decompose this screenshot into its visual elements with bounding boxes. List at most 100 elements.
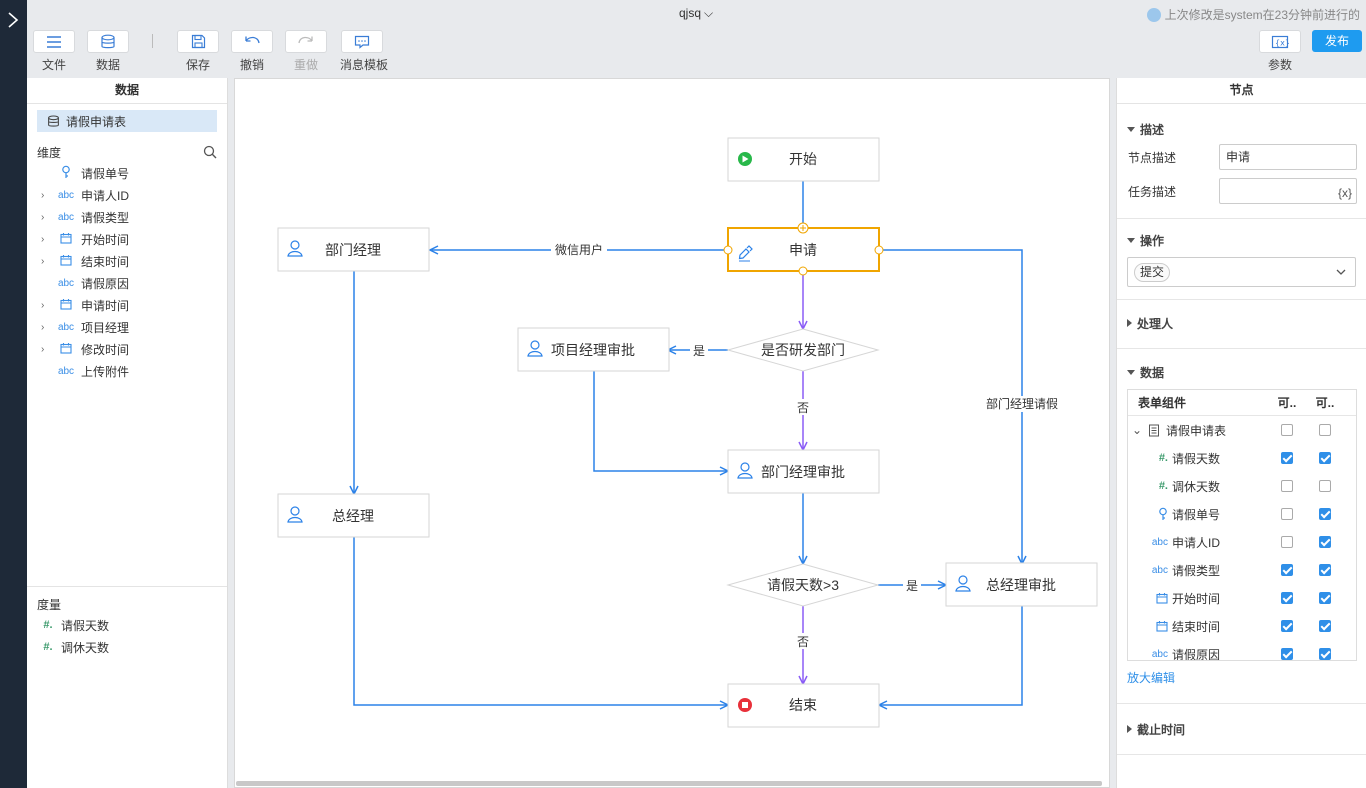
search-icon[interactable] [203, 145, 217, 159]
dimension-item[interactable]: ›开始时间 [27, 228, 227, 250]
node-project-review[interactable]: 项目经理审批 [517, 327, 670, 372]
checkbox[interactable] [1319, 648, 1331, 660]
dimension-item[interactable]: 请假单号 [27, 162, 227, 184]
node-desc-value: 申请 [1226, 150, 1251, 164]
connector-handle[interactable] [798, 266, 808, 276]
checkbox[interactable] [1319, 452, 1331, 464]
dimension-name: 请假原因 [81, 276, 130, 291]
handler-section-header[interactable]: 处理人 [1117, 312, 1366, 334]
data-section-header[interactable]: 数据 [1117, 361, 1366, 383]
chevron-right-icon[interactable]: › [41, 189, 45, 201]
node-apply[interactable]: 申请 [723, 222, 884, 276]
deadline-section-header[interactable]: 截止时间 [1117, 718, 1366, 740]
node-days-check[interactable]: 请假天数>3 [726, 563, 880, 607]
message-template-button[interactable]: 消息模板 [340, 30, 388, 72]
measure-item[interactable]: #.请假天数 [27, 614, 227, 636]
chevron-right-icon[interactable]: › [41, 255, 45, 267]
checkbox[interactable] [1319, 480, 1331, 492]
checkbox[interactable] [1281, 648, 1293, 660]
node-start[interactable]: 开始 [727, 137, 880, 182]
flow-canvas[interactable]: 微信用户 是 否 是 否 部门经理请假 开始 [234, 78, 1110, 788]
column-header: 可.. [1277, 396, 1297, 410]
chevron-down-icon[interactable]: ⌄ [1131, 423, 1143, 437]
operation-select[interactable]: 提交 [1127, 257, 1356, 287]
chevron-right-icon[interactable] [6, 10, 20, 30]
data-label: 数据 [95, 58, 120, 72]
chevron-right-icon[interactable]: › [41, 321, 45, 333]
node-end[interactable]: 结束 [727, 683, 880, 728]
checkbox[interactable] [1319, 536, 1331, 548]
file-button[interactable]: 文件 [32, 30, 76, 72]
publish-button[interactable]: 发布 [1312, 30, 1362, 52]
svg-text:{x}: {x} [1275, 38, 1289, 47]
node-desc-input[interactable]: 申请 [1219, 144, 1357, 170]
checkbox[interactable] [1319, 592, 1331, 604]
app-title[interactable]: qjsq⌵ [679, 6, 713, 21]
checkbox[interactable] [1281, 424, 1293, 436]
node-gm-review[interactable]: 总经理审批 [945, 562, 1098, 607]
checkbox[interactable] [1319, 564, 1331, 576]
edge-gmreview-end[interactable] [879, 606, 1023, 705]
edge-label-no: 否 [797, 635, 809, 649]
redo-button[interactable]: 重做 [284, 30, 328, 72]
number-icon: #. [43, 619, 53, 631]
checkbox[interactable] [1281, 452, 1293, 464]
chevron-right-icon[interactable]: › [41, 233, 45, 245]
dimension-name: 申请时间 [81, 298, 130, 313]
params-button[interactable]: {x} 参数 [1258, 30, 1302, 72]
measure-name: 调休天数 [61, 640, 110, 655]
redo-label: 重做 [293, 58, 318, 72]
data-button[interactable]: 数据 [86, 30, 130, 72]
connector-handle[interactable] [723, 245, 733, 255]
node-dept-manager[interactable]: 部门经理 [277, 227, 430, 272]
checkbox[interactable] [1281, 592, 1293, 604]
enlarge-edit-link[interactable]: 放大编辑 [1127, 671, 1176, 685]
dimension-item[interactable]: ›修改时间 [27, 338, 227, 360]
node-dept-review[interactable]: 部门经理审批 [727, 449, 880, 494]
horizontal-scrollbar[interactable] [236, 781, 1102, 786]
dimension-item[interactable]: ›结束时间 [27, 250, 227, 272]
checkbox[interactable] [1319, 620, 1331, 632]
edge-projectreview-deptreview[interactable] [593, 371, 728, 471]
node-rd-check[interactable]: 是否研发部门 [726, 328, 880, 372]
save-button[interactable]: 保存 [176, 30, 220, 72]
undo-button[interactable]: 撤销 [230, 30, 274, 72]
operation-section-header[interactable]: 操作 [1117, 229, 1366, 251]
chevron-right-icon[interactable]: › [41, 343, 45, 355]
node-general-manager[interactable]: 总经理 [277, 493, 430, 538]
table-row: 开始时间 [1128, 584, 1356, 612]
chevron-right-icon[interactable]: › [41, 299, 45, 311]
table-item[interactable]: 请假申请表 [37, 110, 217, 132]
checkbox[interactable] [1319, 508, 1331, 520]
edge-apply-gmreview[interactable] [879, 249, 1022, 564]
checkbox[interactable] [1281, 536, 1293, 548]
checkbox[interactable] [1281, 508, 1293, 520]
measure-item[interactable]: #. 调休天数 [27, 636, 227, 658]
number-icon: #. [43, 641, 53, 653]
last-modified-text: 上次修改是system在23分钟前进行的 [1164, 8, 1360, 22]
collapsed-nav-bar[interactable] [0, 0, 27, 788]
checkbox[interactable] [1281, 564, 1293, 576]
app-title-text: qjsq [679, 6, 702, 20]
form-field-name: 申请人ID [1172, 535, 1221, 550]
edge-gm-end[interactable] [353, 537, 728, 705]
dimension-item[interactable]: › 申请时间 [27, 294, 227, 316]
task-desc-input[interactable]: {x} [1219, 178, 1357, 204]
checkbox[interactable] [1319, 424, 1331, 436]
checkbox[interactable] [1281, 480, 1293, 492]
checkbox[interactable] [1281, 620, 1293, 632]
edge-label-bg [984, 396, 1060, 412]
connector-handle[interactable] [874, 245, 884, 255]
handler-section-title: 处理人 [1137, 316, 1174, 331]
variable-icon[interactable]: {x} [1337, 186, 1352, 200]
node-general-manager-label: 总经理 [332, 508, 374, 524]
text-field-icon: abc [57, 211, 75, 223]
chevron-right-icon[interactable]: › [41, 211, 45, 223]
describe-section-header[interactable]: 描述 [1117, 118, 1366, 140]
